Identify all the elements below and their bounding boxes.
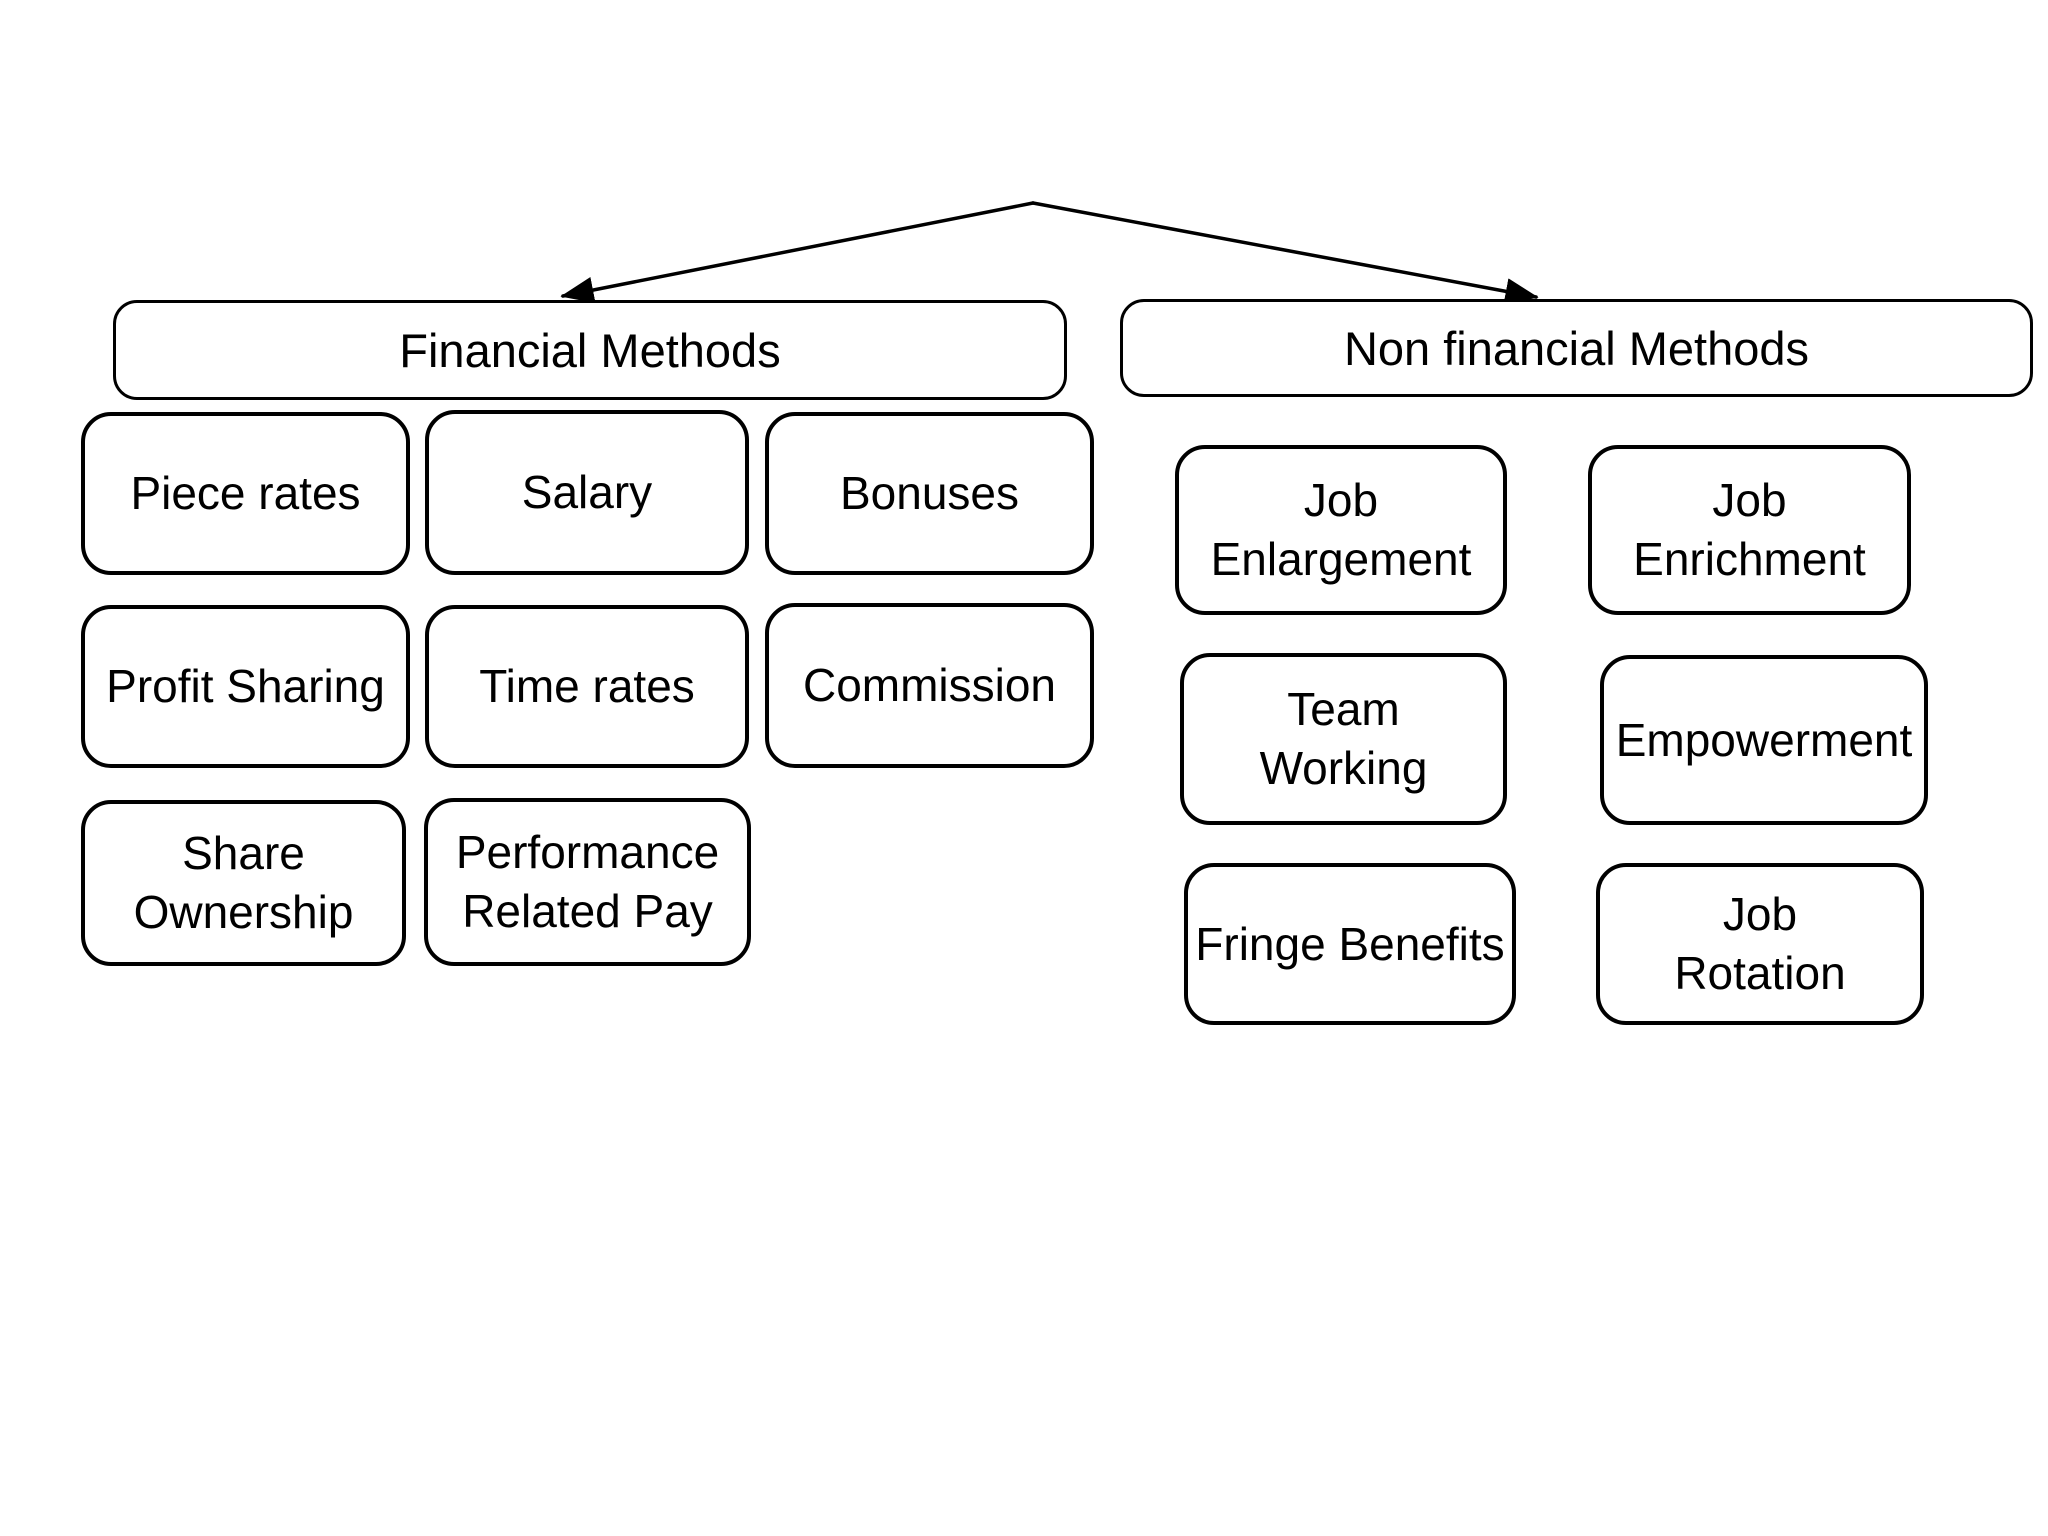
box-salary: Salary: [425, 410, 749, 575]
box-commission-label: Commission: [802, 659, 1057, 712]
box-empowerment-label: Empowerment: [1615, 713, 1913, 766]
box-job-rotation: Job Rotation: [1596, 863, 1924, 1025]
box-profit-sharing-label: Profit Sharing: [106, 660, 385, 713]
box-team-working-label: Team Working: [1259, 683, 1428, 794]
box-team-working: Team Working: [1180, 653, 1507, 825]
box-fringe-benefits-label: Fringe Benefits: [1195, 917, 1505, 970]
box-job-enlargement: Job Enlargement: [1175, 445, 1507, 615]
box-job-rotation-label: Job Rotation: [1674, 888, 1846, 999]
arrow-to-non-financial-methods: [1031, 201, 1539, 305]
box-job-enrichment-label: Job Enrichment: [1633, 474, 1866, 585]
box-fringe-benefits: Fringe Benefits: [1184, 863, 1516, 1025]
box-bonuses: Bonuses: [765, 412, 1094, 575]
box-empowerment: Empowerment: [1600, 655, 1928, 825]
box-piece-rates: Piece rates: [81, 412, 410, 575]
box-share-ownership-label: Share Ownership: [133, 827, 354, 938]
box-performance-related-pay-label: Performance Related Pay: [455, 826, 720, 937]
box-time-rates: Time rates: [425, 605, 749, 768]
financial-methods-header-label: Financial Methods: [399, 323, 781, 377]
box-piece-rates-label: Piece rates: [130, 467, 361, 520]
box-job-enlargement-label: Job Enlargement: [1210, 474, 1472, 585]
box-commission: Commission: [765, 603, 1094, 768]
arrow-to-financial-methods: [560, 201, 1035, 304]
box-bonuses-label: Bonuses: [839, 467, 1019, 520]
box-profit-sharing: Profit Sharing: [81, 605, 410, 768]
box-salary-label: Salary: [521, 466, 653, 519]
box-share-ownership: Share Ownership: [81, 800, 406, 966]
non-financial-methods-header-label: Non financial Methods: [1343, 321, 1810, 375]
box-time-rates-label: Time rates: [479, 660, 695, 713]
financial-methods-header: Financial Methods: [113, 300, 1067, 400]
box-job-enrichment: Job Enrichment: [1588, 445, 1911, 615]
non-financial-methods-header: Non financial Methods: [1120, 299, 2033, 397]
box-performance-related-pay: Performance Related Pay: [424, 798, 751, 966]
